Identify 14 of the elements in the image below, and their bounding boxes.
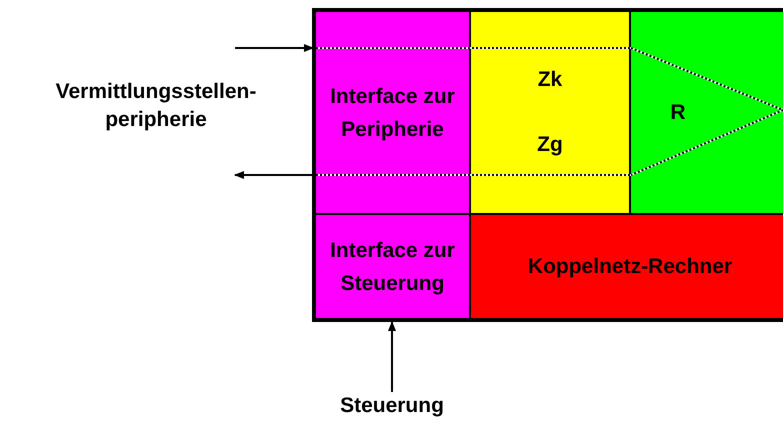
block-text: Interface zur Peripherie (329, 84, 456, 142)
interface-block (316, 215, 469, 318)
arrow (388, 321, 396, 392)
block-text: Steuerung (340, 392, 444, 418)
block-text: Koppelnetz-Rechner (528, 254, 732, 280)
block-text: Interface zur Steuerung (329, 238, 456, 296)
arrow (234, 171, 313, 179)
label-text: Vermittlungsstellen-peripherie (54, 79, 258, 133)
processor-block (631, 12, 783, 213)
arrow (235, 44, 314, 52)
block-text: Zk (538, 67, 562, 93)
block-text: R (670, 100, 686, 126)
computer-block (471, 215, 783, 318)
block-text: Zg (537, 132, 563, 158)
